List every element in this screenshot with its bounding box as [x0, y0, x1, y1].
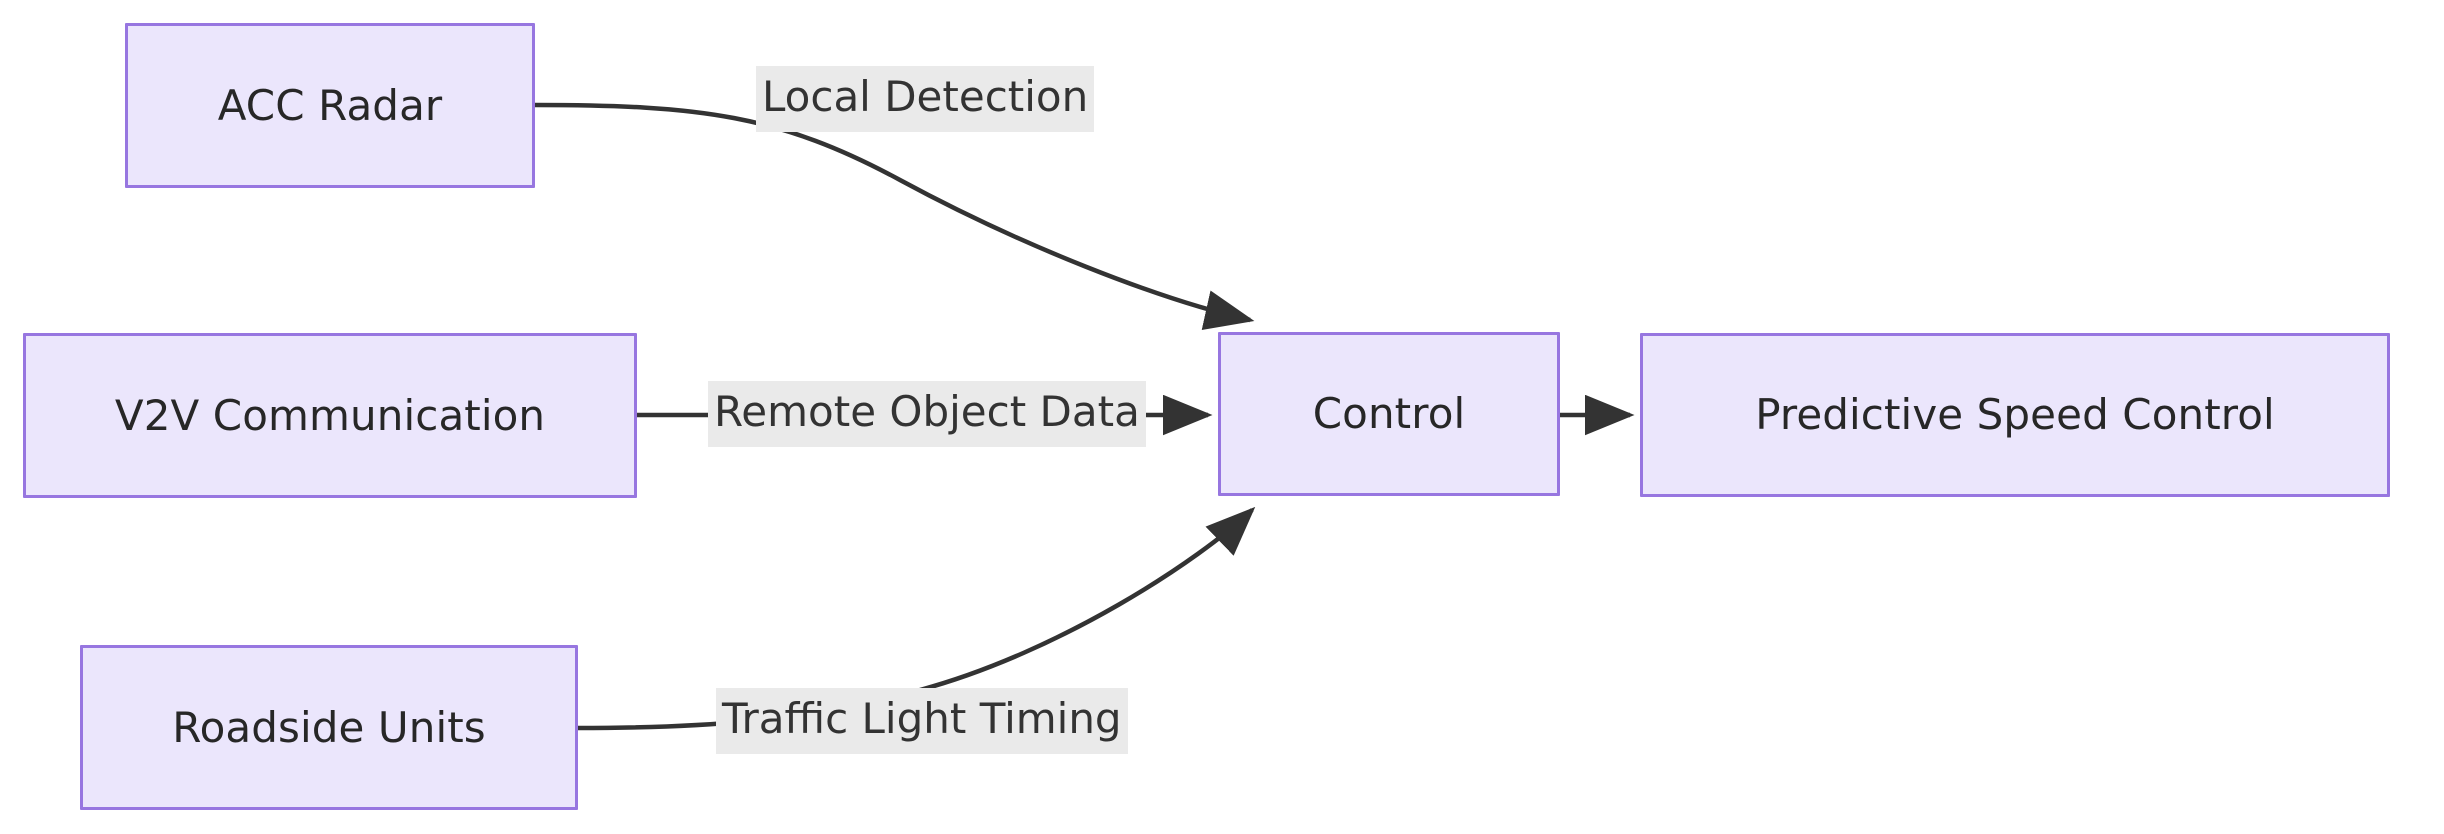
node-label: ACC Radar [217, 80, 443, 130]
node-predictive-speed-control[interactable]: Predictive Speed Control [1640, 333, 2390, 497]
node-v2v-communication[interactable]: V2V Communication [23, 333, 637, 498]
node-roadside-units[interactable]: Roadside Units [80, 645, 578, 810]
edge-label-local-detection: Local Detection [756, 66, 1095, 132]
node-control[interactable]: Control [1218, 332, 1560, 496]
node-label: V2V Communication [114, 390, 546, 440]
node-label: Control [1312, 389, 1466, 438]
edge-label-remote-object-data: Remote Object Data [708, 381, 1146, 447]
node-label: Roadside Units [172, 702, 486, 752]
edge-label-traffic-light-timing: Traffic Light Timing [716, 688, 1128, 754]
edge-acc_radar-to-control [534, 102, 1255, 330]
node-label: Predictive Speed Control [1755, 390, 2275, 439]
node-acc-radar[interactable]: ACC Radar [125, 23, 535, 188]
